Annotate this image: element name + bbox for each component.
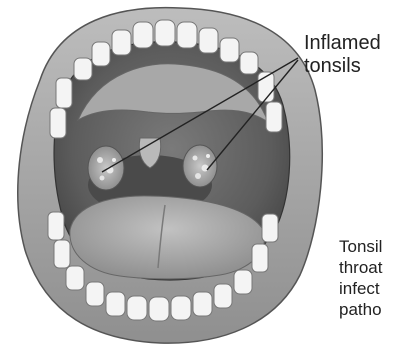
- callout-line-1: Inflamed: [304, 32, 396, 55]
- callout-line-2: tonsils: [304, 55, 396, 78]
- right-tonsil: [183, 145, 217, 187]
- caption-line-1: Tonsil: [339, 236, 396, 257]
- caption-line-3: infect: [339, 278, 396, 299]
- caption-line-4: patho: [339, 299, 396, 320]
- left-tonsil: [88, 146, 124, 190]
- caption-line-2: throat: [339, 257, 396, 278]
- inflamed-tonsils-label: Inflamed tonsils: [304, 32, 396, 78]
- truncated-caption: Tonsil throat infect patho: [339, 236, 396, 320]
